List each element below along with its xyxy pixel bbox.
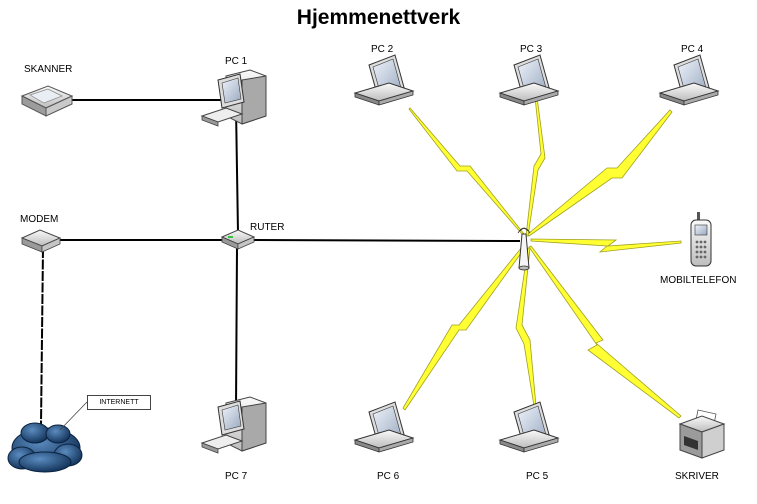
diagram-title: Hjemmenettverk xyxy=(296,6,461,29)
printer-icon xyxy=(678,409,726,459)
link-router-accesspoint xyxy=(249,239,521,242)
wireless-link-pc5 xyxy=(515,247,537,407)
wireless-access-point-icon xyxy=(517,227,531,271)
laptop-icon xyxy=(658,54,720,106)
label-pc7: PC 7 xyxy=(225,471,248,482)
desktop-computer-icon xyxy=(200,69,267,127)
laptop-icon xyxy=(498,54,560,106)
wireless-link-pc4 xyxy=(527,109,673,237)
laptop-icon xyxy=(498,401,560,453)
label-internett: INTERNETT xyxy=(87,395,151,410)
wireless-link-pc3 xyxy=(525,96,546,237)
laptop-icon xyxy=(353,54,415,106)
modem-icon xyxy=(20,229,62,253)
scanner-icon xyxy=(20,85,74,117)
internett-label-leader xyxy=(59,401,88,431)
wireless-links xyxy=(402,96,682,419)
label-pc4: PC 4 xyxy=(681,44,704,55)
label-modem: MODEM xyxy=(20,214,59,225)
wireless-link-pc2 xyxy=(408,107,525,236)
label-pc3: PC 3 xyxy=(520,44,543,55)
label-ruter: RUTER xyxy=(250,222,285,233)
label-mobiltelefon: MOBILTELEFON xyxy=(660,275,737,286)
router-icon xyxy=(220,229,256,250)
link-modem-internet xyxy=(40,247,44,426)
label-pc6: PC 6 xyxy=(377,471,400,482)
label-pc5: PC 5 xyxy=(526,471,549,482)
cloud-icon xyxy=(7,422,83,473)
label-skanner: SKANNER xyxy=(24,64,73,75)
label-pc2: PC 2 xyxy=(371,44,394,55)
label-skriver: SKRIVER xyxy=(675,471,719,482)
label-pc1: PC 1 xyxy=(225,56,248,67)
wired-links xyxy=(40,99,521,426)
wireless-link-mobile xyxy=(530,238,682,253)
desktop-computer-icon xyxy=(200,396,267,454)
wireless-link-pc6 xyxy=(402,246,525,411)
laptop-icon xyxy=(353,401,415,453)
link-pc1-router xyxy=(235,107,239,234)
mobile-phone-icon xyxy=(690,212,712,267)
wireless-link-skriver xyxy=(528,245,682,419)
link-router-pc7 xyxy=(235,247,238,409)
